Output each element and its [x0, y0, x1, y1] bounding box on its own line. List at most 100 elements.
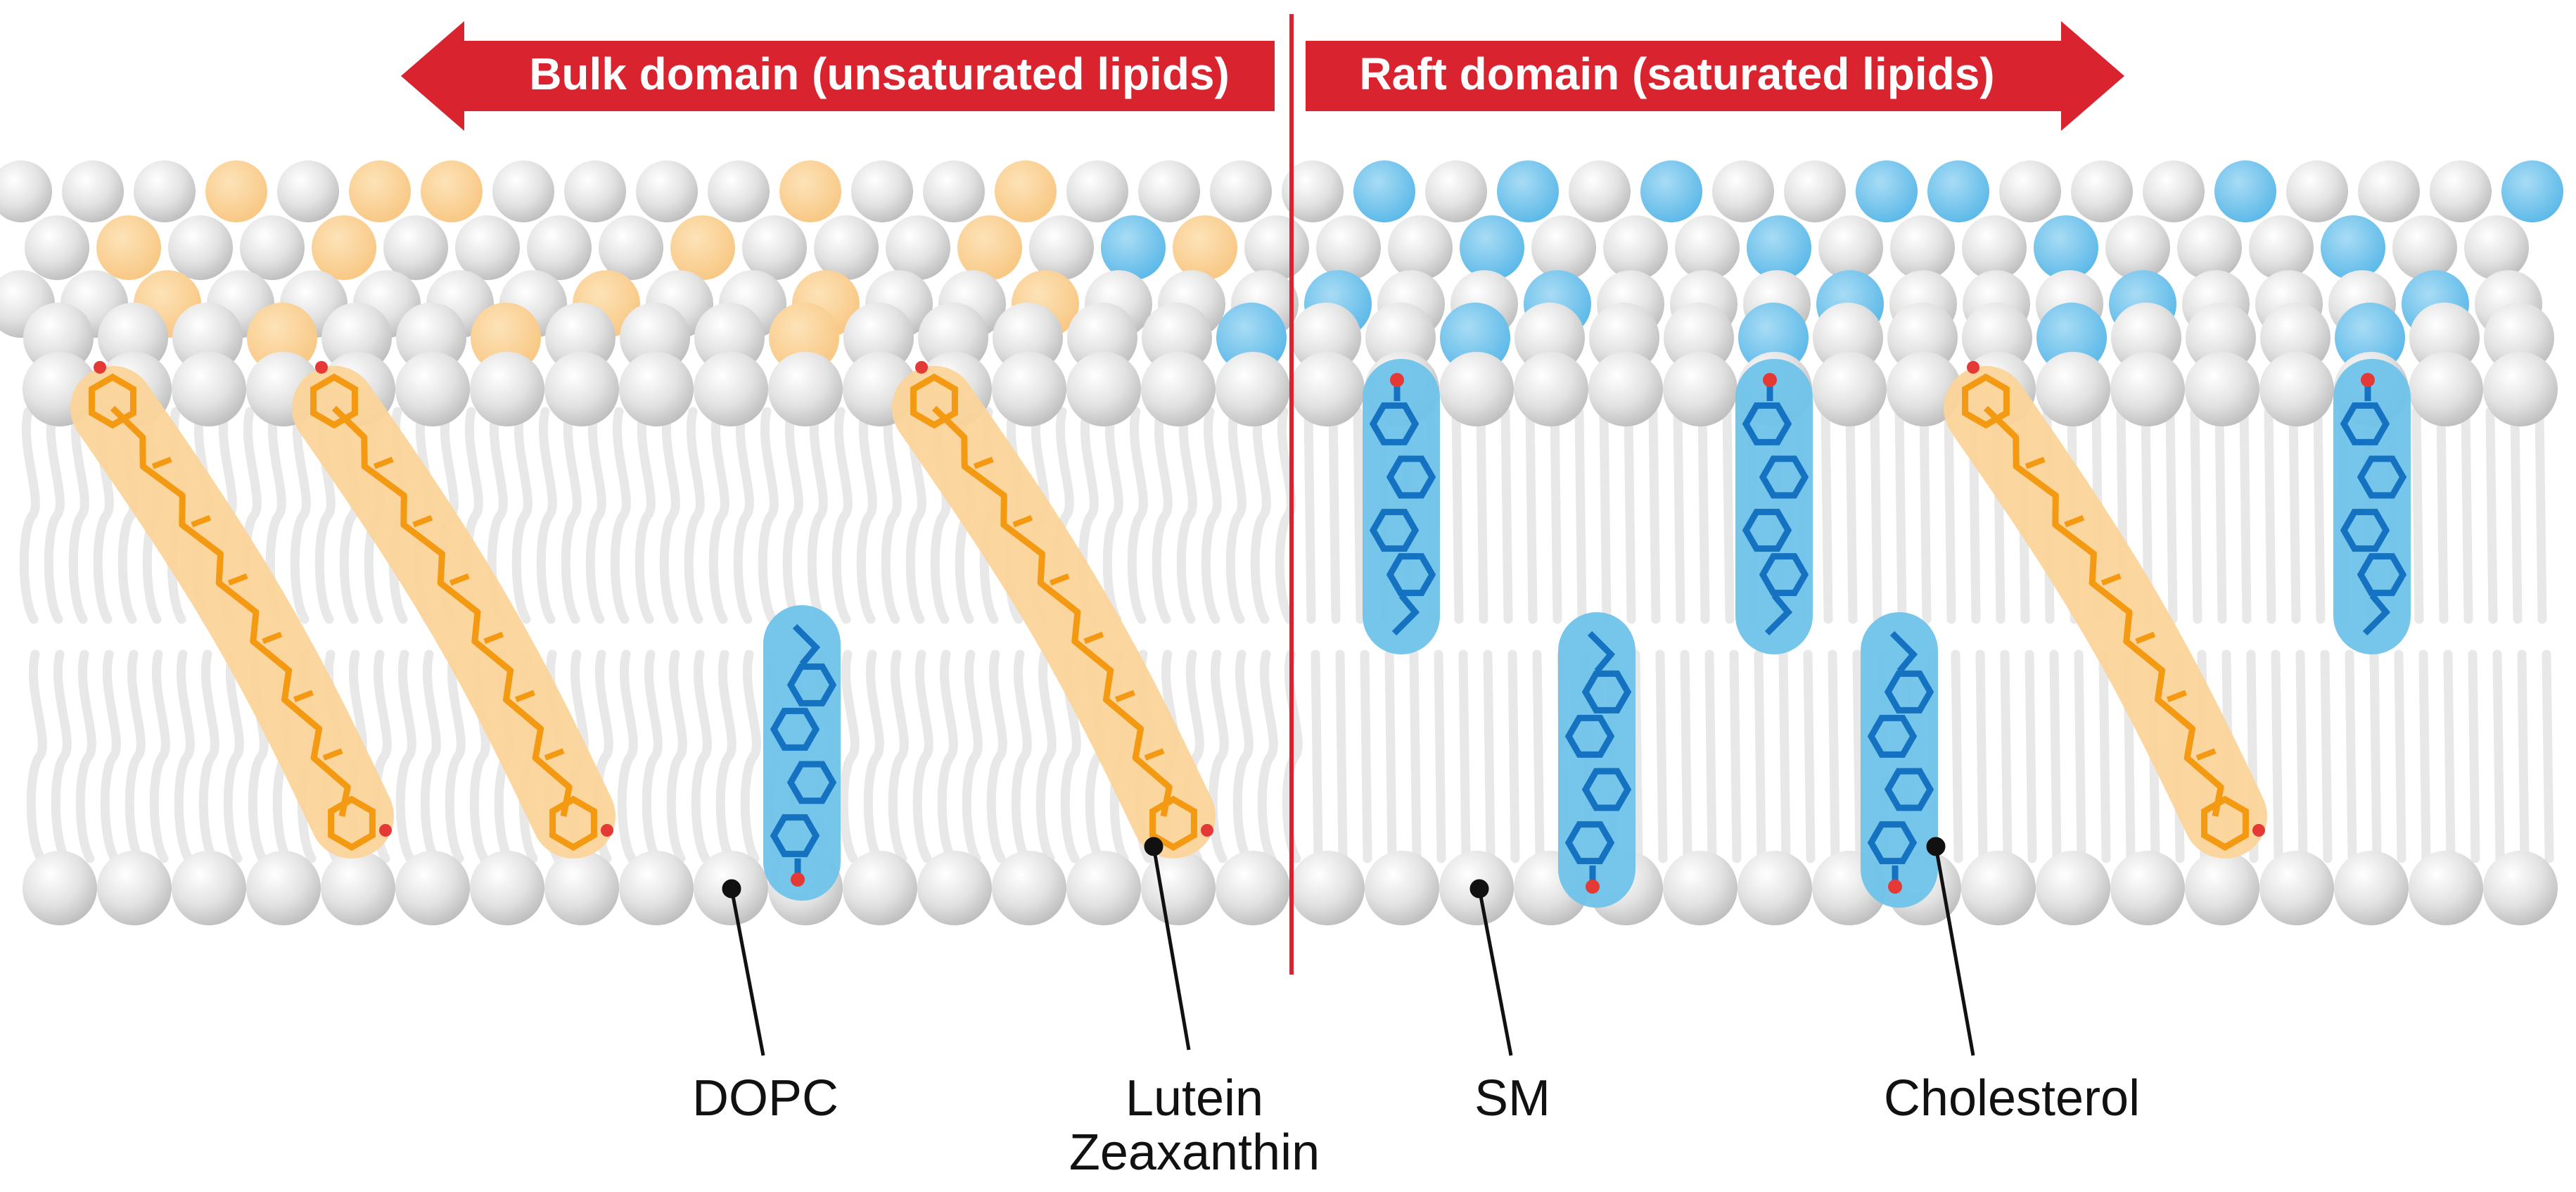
surface-head: [349, 160, 411, 222]
steroid-ring: [2340, 509, 2390, 552]
lipid-tail: [1476, 407, 1488, 624]
lipid-tail: [1483, 649, 1496, 863]
upper-leaflet-head: [1588, 352, 1663, 426]
surface-head: [396, 303, 466, 373]
surface-head: [98, 303, 168, 373]
methyl-branch: [262, 631, 283, 645]
lipid-tail: [1870, 407, 1882, 624]
lipid-tail: [2025, 649, 2037, 863]
methyl-branch: [2195, 748, 2217, 761]
upper-leaflet-head: [1216, 352, 1290, 426]
surface-head: [779, 160, 841, 222]
lipid-tail: [740, 649, 761, 863]
end-ring: [310, 373, 358, 429]
surface-head: [527, 215, 592, 280]
lower-leaflet-head: [470, 851, 544, 925]
methyl-branch: [449, 573, 470, 586]
lower-leaflet-head: [992, 851, 1066, 925]
lipid-tail: [831, 407, 853, 624]
lipid-tail: [2098, 649, 2111, 863]
surface-head: [2358, 160, 2420, 222]
surface-head: [1675, 215, 1740, 280]
surface-head: [851, 160, 913, 222]
hydroxyl-oxygen: [379, 824, 392, 837]
carotenoid-backbone: [331, 405, 573, 817]
surface-head: [2143, 160, 2205, 222]
lipid-tail: [839, 649, 860, 863]
surface-head: [599, 215, 663, 280]
methyl-branch: [515, 690, 535, 703]
lipid-tail: [1821, 407, 1833, 624]
end-ring: [2201, 795, 2249, 851]
cholesterol-molecule: [2333, 359, 2411, 654]
upper-leaflet-head: [2036, 352, 2110, 426]
hydroxyl-oxygen: [601, 824, 613, 837]
surface-head: [2177, 215, 2242, 280]
methyl-branch: [227, 573, 248, 586]
cholesterol-tail: [1391, 593, 1420, 636]
lipid-tail: [733, 407, 754, 624]
lipid-tail: [881, 407, 902, 624]
lower-leaflet-head: [544, 851, 619, 925]
methyl-branch: [1012, 514, 1033, 528]
steroid-ring: [770, 707, 820, 751]
lipid-tail: [1176, 407, 1197, 624]
hydroxyl-oxygen: [1586, 880, 1600, 894]
lipid-tail: [100, 649, 121, 863]
surface-head: [96, 215, 161, 280]
surface-head: [995, 160, 1057, 222]
lower-leaflet-head: [917, 851, 992, 925]
sm-pointer-dot: [1469, 879, 1489, 899]
lower-leaflet-heads: [23, 851, 2558, 925]
hydroxyl-oxygen: [2252, 824, 2265, 837]
lipid-tail: [1599, 407, 1612, 624]
lipid-tail: [2313, 407, 2326, 624]
steroid-ring: [786, 663, 837, 706]
methyl-branch: [2025, 457, 2046, 469]
steroid-ring: [2357, 455, 2407, 499]
lipid-tail: [44, 407, 65, 624]
lipid-tail: [2510, 407, 2523, 624]
lower-leaflet-head: [1961, 851, 2036, 925]
surface-head: [1712, 160, 1774, 222]
surface-head: [1890, 215, 1955, 280]
upper-leaflet-head: [619, 352, 694, 426]
carotenoid-molecule: [1944, 361, 2267, 858]
dopc-pointer-line: [729, 888, 765, 1056]
surface-head: [2249, 215, 2314, 280]
label-pointers: [722, 837, 1975, 1056]
lipid-tail: [290, 407, 311, 624]
lipid-tail: [2418, 649, 2431, 863]
lower-leaflet-head: [2036, 851, 2110, 925]
surface-head: [814, 215, 879, 280]
cholesterol-molecule: [1363, 359, 1440, 654]
right-arrow-icon: [1306, 21, 2124, 131]
lipid-tail: [2320, 649, 2333, 863]
upper-leaflet-head: [1439, 352, 1514, 426]
lipid-tail: [807, 407, 828, 624]
surface-head: [2071, 160, 2133, 222]
cholesterol-label: Cholesterol: [1884, 1070, 2140, 1127]
surface-head: [1515, 303, 1585, 373]
lipid-tail: [684, 407, 705, 624]
carotenoid-backbone: [931, 405, 1173, 817]
lipid-tail: [420, 649, 441, 863]
surface-head: [1388, 215, 1453, 280]
lipid-tail: [962, 649, 983, 863]
steroid-ring: [1759, 553, 1809, 597]
surface-head: [2335, 303, 2405, 373]
surface-head: [769, 303, 839, 373]
lipid-tail: [1754, 649, 1766, 863]
cholesterol-halo: [1363, 359, 1440, 654]
lipid-tail: [758, 407, 779, 624]
surface-head: [1962, 215, 2027, 280]
surface-head: [1353, 160, 1415, 222]
lipid-tail: [617, 649, 638, 863]
methyl-branch: [412, 514, 433, 528]
lipid-tail: [1384, 649, 1397, 863]
surface-head: [2214, 160, 2276, 222]
lipid-tail: [642, 649, 663, 863]
lipid-tail: [75, 649, 96, 863]
lipid-tail: [1507, 649, 1520, 863]
lower-leaflet-head: [1141, 851, 1216, 925]
